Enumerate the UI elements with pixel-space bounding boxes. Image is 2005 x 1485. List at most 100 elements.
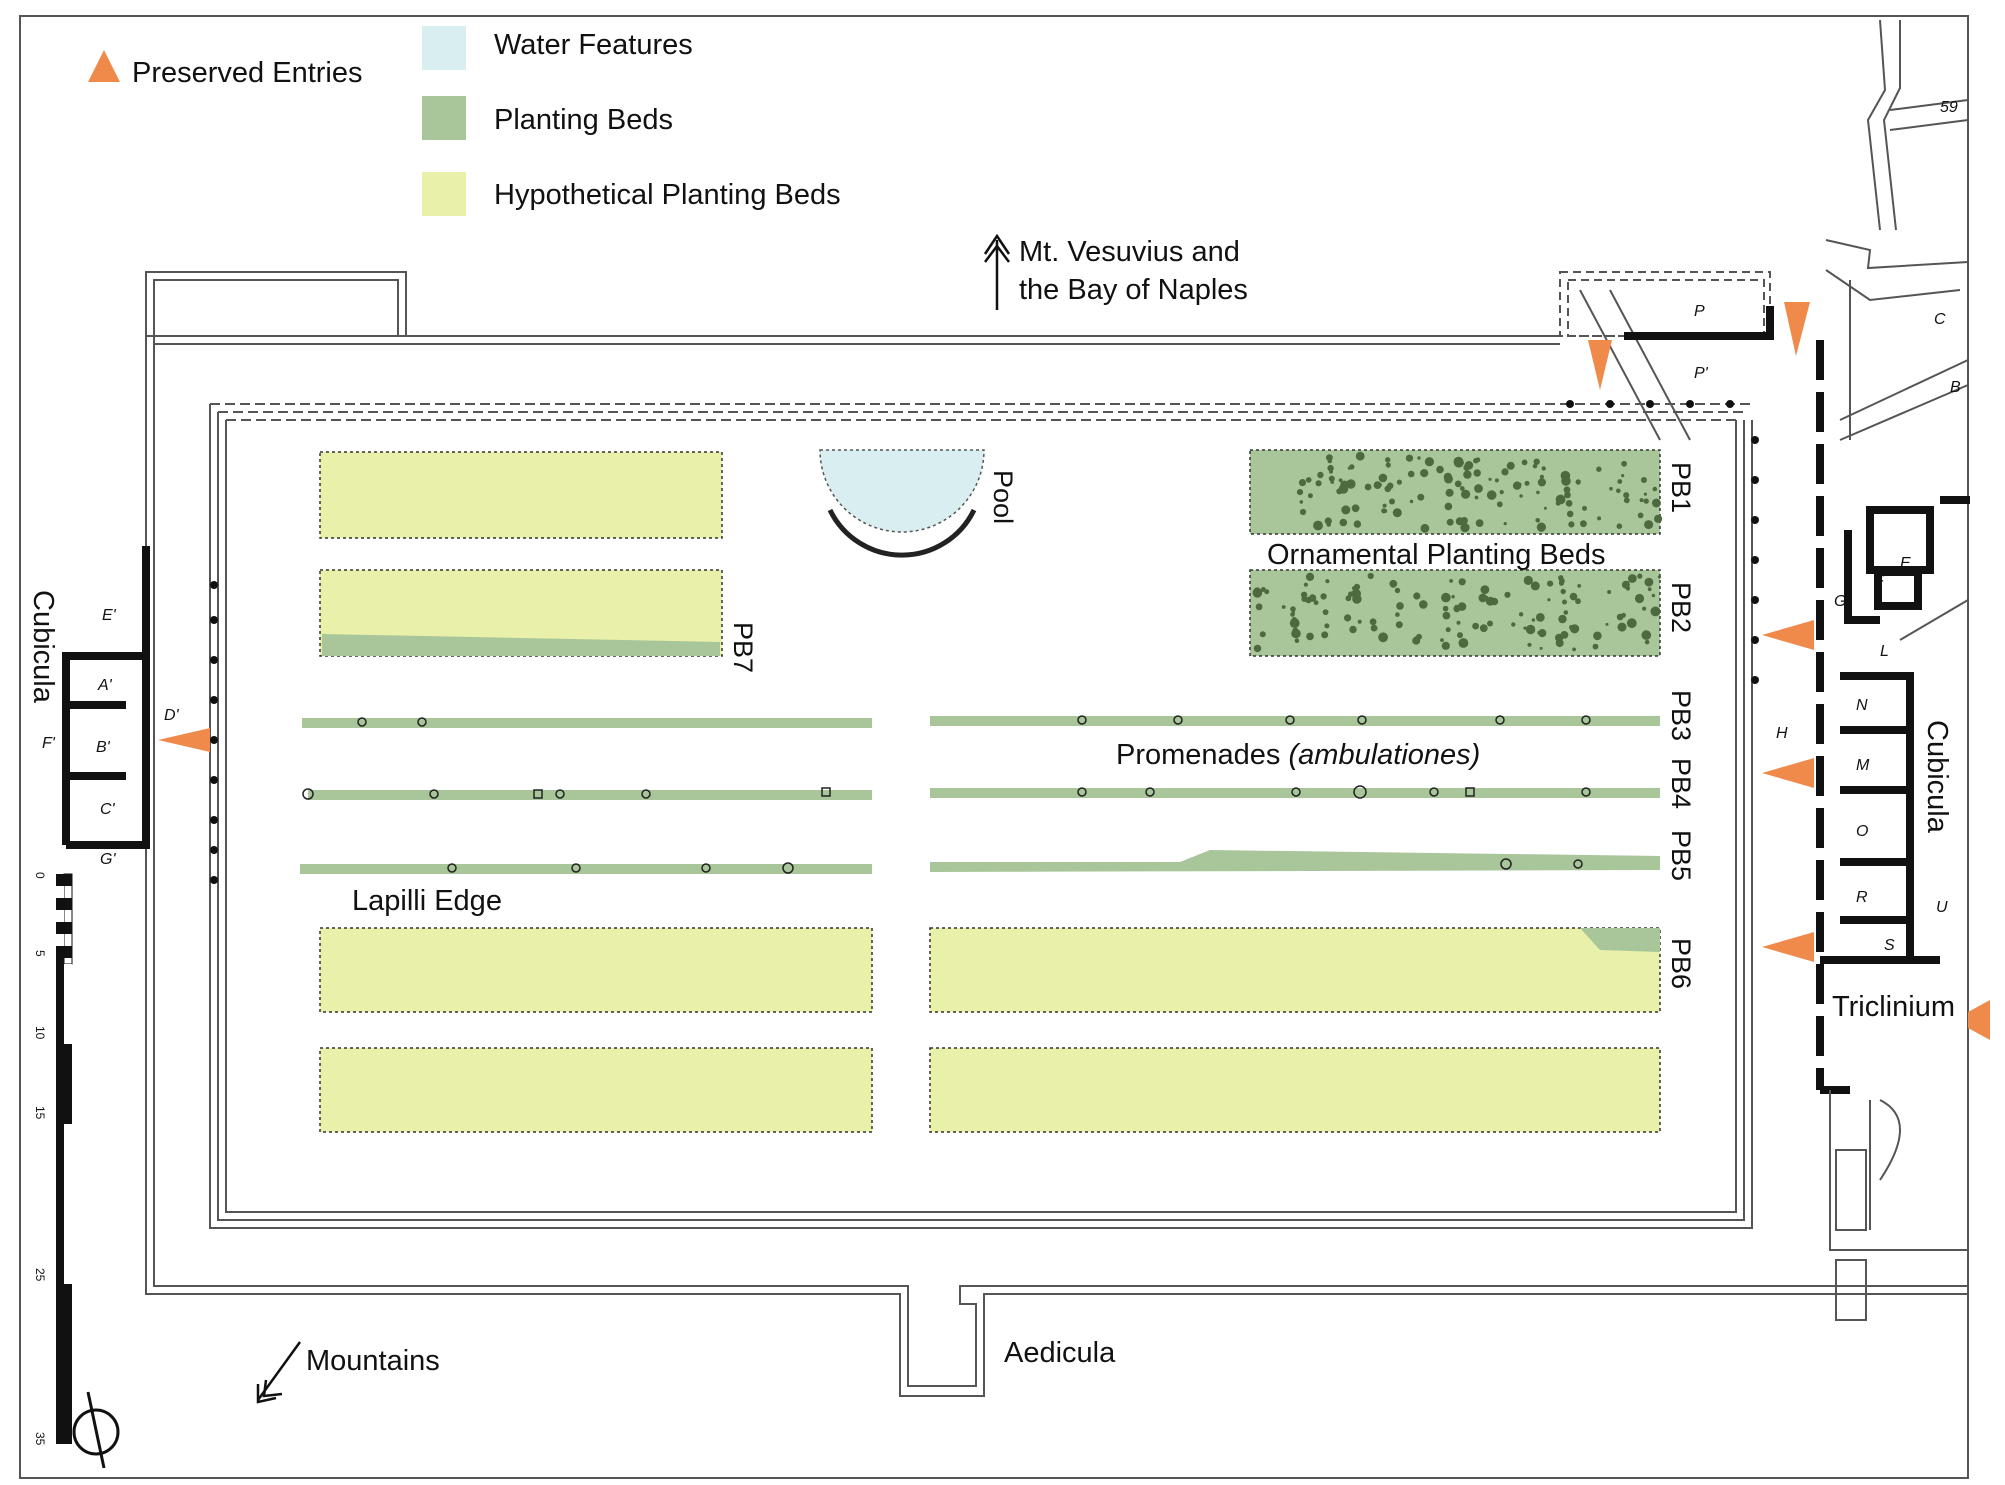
root-cavity bbox=[1460, 523, 1470, 533]
root-cavity bbox=[1344, 614, 1352, 622]
root-cavity bbox=[1455, 517, 1464, 526]
root-cavity bbox=[1369, 618, 1377, 626]
root-cavity bbox=[1346, 479, 1356, 489]
root-cavity bbox=[1348, 591, 1354, 597]
bed-pb6-corner bbox=[1580, 928, 1660, 952]
root-cavity bbox=[1307, 493, 1313, 499]
entry-icon-far-right bbox=[1968, 1000, 1990, 1040]
root-cavity bbox=[1317, 471, 1324, 479]
root-cavity bbox=[1474, 484, 1483, 493]
root-cavity bbox=[1487, 620, 1493, 627]
root-cavity bbox=[1524, 480, 1530, 486]
left-cubicula-walls bbox=[62, 546, 150, 849]
scale-tick-5: 5 bbox=[33, 950, 47, 957]
root-cavity bbox=[1560, 588, 1566, 595]
room-label-l: L bbox=[1880, 643, 1889, 660]
triclinium-label: Triclinium bbox=[1832, 991, 1955, 1023]
root-cavity bbox=[1446, 518, 1454, 526]
entry-icon-right-1 bbox=[1762, 620, 1814, 650]
scale-tick-10: 10 bbox=[33, 1026, 47, 1040]
room-label-o: O bbox=[1856, 823, 1868, 840]
root-cavity bbox=[1392, 508, 1402, 518]
compass-icon bbox=[72, 1391, 120, 1469]
root-cavity bbox=[1449, 579, 1453, 583]
root-cavity bbox=[1327, 464, 1334, 472]
root-cavity bbox=[1563, 610, 1569, 615]
root-cavity bbox=[1395, 612, 1400, 617]
room-label-n: N bbox=[1856, 697, 1868, 714]
root-cavity bbox=[1453, 456, 1464, 467]
root-cavity bbox=[1444, 502, 1453, 511]
root-cavity bbox=[1657, 575, 1661, 579]
root-cavity bbox=[1621, 580, 1630, 589]
root-cavity bbox=[1621, 460, 1627, 467]
root-cavity bbox=[1525, 624, 1536, 635]
root-cavity bbox=[1313, 520, 1323, 531]
root-cavity bbox=[1535, 613, 1545, 622]
room-label-59: 59 bbox=[1940, 99, 1958, 116]
root-cavity bbox=[1329, 469, 1333, 474]
root-cavity bbox=[1378, 632, 1388, 643]
root-cavity bbox=[1643, 492, 1647, 496]
root-cavity bbox=[1575, 479, 1581, 485]
root-cavity bbox=[1577, 584, 1582, 588]
root-cavity bbox=[1353, 583, 1361, 591]
root-cavity bbox=[1420, 469, 1429, 478]
root-cavity bbox=[1409, 499, 1414, 504]
root-cavity bbox=[1623, 492, 1630, 499]
root-cavity bbox=[1568, 521, 1575, 528]
root-cavity bbox=[1564, 491, 1571, 499]
room-label-e: E bbox=[1900, 555, 1911, 572]
ornamental-label: Ornamental Planting Beds bbox=[1267, 539, 1606, 571]
root-cavity bbox=[1654, 502, 1659, 507]
root-cavity bbox=[1499, 490, 1504, 495]
room-label-p-prime: P' bbox=[1694, 365, 1709, 382]
root-cavity bbox=[1305, 572, 1315, 582]
root-cavity bbox=[1264, 589, 1270, 595]
root-cavity bbox=[1535, 518, 1540, 523]
root-cavity bbox=[1537, 478, 1546, 487]
enclosure-walls bbox=[145, 271, 1968, 1397]
strip-pb5-left bbox=[300, 864, 872, 874]
room-label-s: S bbox=[1884, 937, 1895, 954]
root-cavity bbox=[1609, 486, 1613, 491]
root-cavity bbox=[1345, 595, 1352, 602]
hyp-bed-top-left bbox=[319, 451, 723, 539]
root-cavity bbox=[1298, 479, 1307, 487]
room-label-g: G bbox=[1834, 593, 1846, 610]
bed-pb7-strip bbox=[322, 634, 720, 656]
root-cavity bbox=[1378, 483, 1382, 487]
strip-pb5-right bbox=[930, 850, 1660, 872]
legend-hypothetical-swatch bbox=[422, 172, 466, 216]
root-cavity bbox=[1521, 459, 1528, 466]
root-cavity bbox=[1442, 611, 1451, 620]
legend-planting-swatch bbox=[422, 96, 466, 140]
root-cavity bbox=[1494, 478, 1499, 483]
root-cavity bbox=[1394, 587, 1401, 594]
pool-basin bbox=[819, 449, 985, 533]
root-cavity bbox=[1324, 623, 1330, 629]
room-label-c: C bbox=[1934, 311, 1946, 328]
root-cavity bbox=[1637, 512, 1644, 519]
root-cavity bbox=[1349, 464, 1355, 470]
room-label-e-prime: E' bbox=[102, 607, 117, 624]
root-cavity bbox=[1593, 631, 1602, 641]
root-cavity bbox=[1424, 457, 1434, 467]
entry-icon-right-2 bbox=[1762, 758, 1814, 788]
root-cavity bbox=[1315, 480, 1322, 487]
root-cavity bbox=[1651, 593, 1656, 598]
root-cavity bbox=[1313, 600, 1319, 606]
root-cavity bbox=[1457, 632, 1463, 639]
root-cavity bbox=[1555, 639, 1564, 648]
root-cavity bbox=[1523, 626, 1527, 630]
root-cavity bbox=[1617, 622, 1627, 632]
root-cavity bbox=[1623, 497, 1630, 504]
legend-water-swatch bbox=[422, 26, 466, 70]
legend-hypothetical-label: Hypothetical Planting Beds bbox=[494, 179, 841, 211]
root-cavity bbox=[1328, 475, 1335, 482]
root-cavity bbox=[1308, 594, 1317, 602]
root-cavity bbox=[1441, 641, 1450, 650]
bed-label-pb3: PB3 bbox=[1666, 690, 1696, 741]
root-cavity bbox=[1639, 498, 1644, 503]
